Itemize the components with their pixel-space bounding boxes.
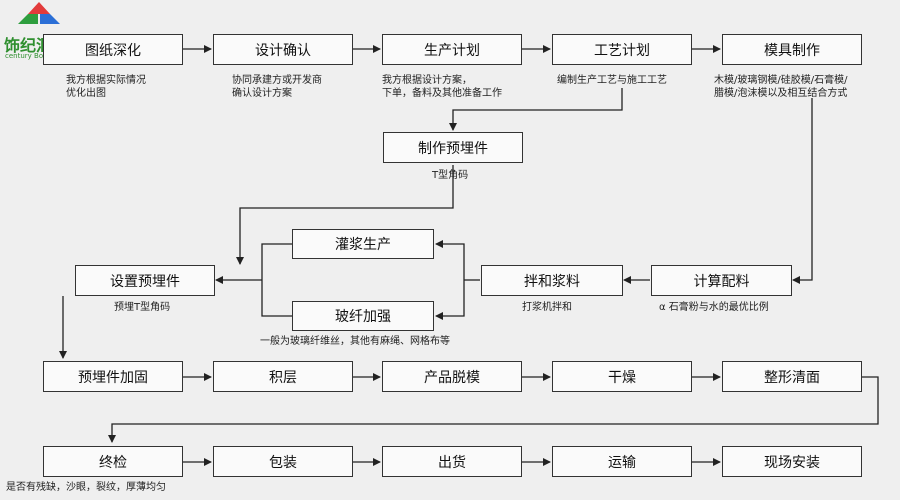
- note-mold-making: 木模/玻璃钢模/硅胶模/石膏模/腊模/泡沫模以及相互结合方式: [714, 75, 848, 99]
- node-mix-slurry: 拌和浆料: [481, 265, 623, 296]
- node-packaging: 包装: [213, 446, 353, 477]
- node-make-embedded-parts: 制作预埋件: [383, 132, 523, 163]
- node-fiberglass-reinforcement: 玻纤加强: [292, 301, 434, 331]
- node-production-plan: 生产计划: [382, 34, 522, 65]
- note-drawing-refinement: 我方根据实际情况优化出图: [66, 75, 146, 99]
- house-logo-icon: [18, 2, 60, 24]
- node-drawing-refinement: 图纸深化: [43, 34, 183, 65]
- node-process-plan: 工艺计划: [552, 34, 692, 65]
- node-set-embedded-parts: 设置预埋件: [75, 265, 215, 296]
- node-onsite-installation: 现场安装: [722, 446, 862, 477]
- note-set-embedded-parts: 预埋T型角码: [114, 302, 171, 313]
- node-shaping-cleaning: 整形清面: [722, 361, 862, 392]
- arrow-embed-to-setup: [236, 165, 454, 265]
- note-process-plan: 编制生产工艺与施工工艺: [557, 75, 667, 86]
- note-mix-slurry: 打浆机拌和: [522, 302, 572, 313]
- node-final-inspection: 终检: [43, 446, 183, 477]
- note-production-plan: 我方根据设计方案，下单，备料及其他准备工作: [382, 75, 502, 99]
- node-reinforce-embedded-parts: 预埋件加固: [43, 361, 183, 392]
- node-mold-making: 模具制作: [722, 34, 862, 65]
- arrow-to-embed: [449, 88, 623, 131]
- arrow-mix-to-grout: [435, 240, 465, 280]
- brand-subtitle: century Boutique: [5, 52, 66, 60]
- line-grout-fiber-join: [261, 243, 292, 317]
- note-make-embedded-parts: T型角码: [432, 170, 469, 181]
- arrow-mold-to-calc: [792, 98, 813, 284]
- node-design-confirmation: 设计确认: [213, 34, 353, 65]
- node-layering: 积层: [213, 361, 353, 392]
- node-drying: 干燥: [552, 361, 692, 392]
- node-shipping: 出货: [382, 446, 522, 477]
- node-transport: 运输: [552, 446, 692, 477]
- note-fiberglass-reinforcement: 一般为玻璃纤维丝，其他有麻绳、网格布等: [260, 336, 450, 347]
- node-demolding: 产品脱模: [382, 361, 522, 392]
- note-final-inspection: 是否有残缺，沙眼，裂纹，厚薄均匀: [6, 482, 166, 493]
- node-grouting-production: 灌浆生产: [292, 229, 434, 259]
- arrow-row4-to-check: [108, 376, 879, 443]
- note-design-confirmation: 协同承建方或开发商确认设计方案: [232, 75, 322, 99]
- node-calculate-ingredients: 计算配料: [651, 265, 792, 296]
- arrow-mix-to-fiber: [435, 280, 465, 320]
- note-calculate-ingredients: α 石膏粉与水的最优比例: [659, 302, 769, 313]
